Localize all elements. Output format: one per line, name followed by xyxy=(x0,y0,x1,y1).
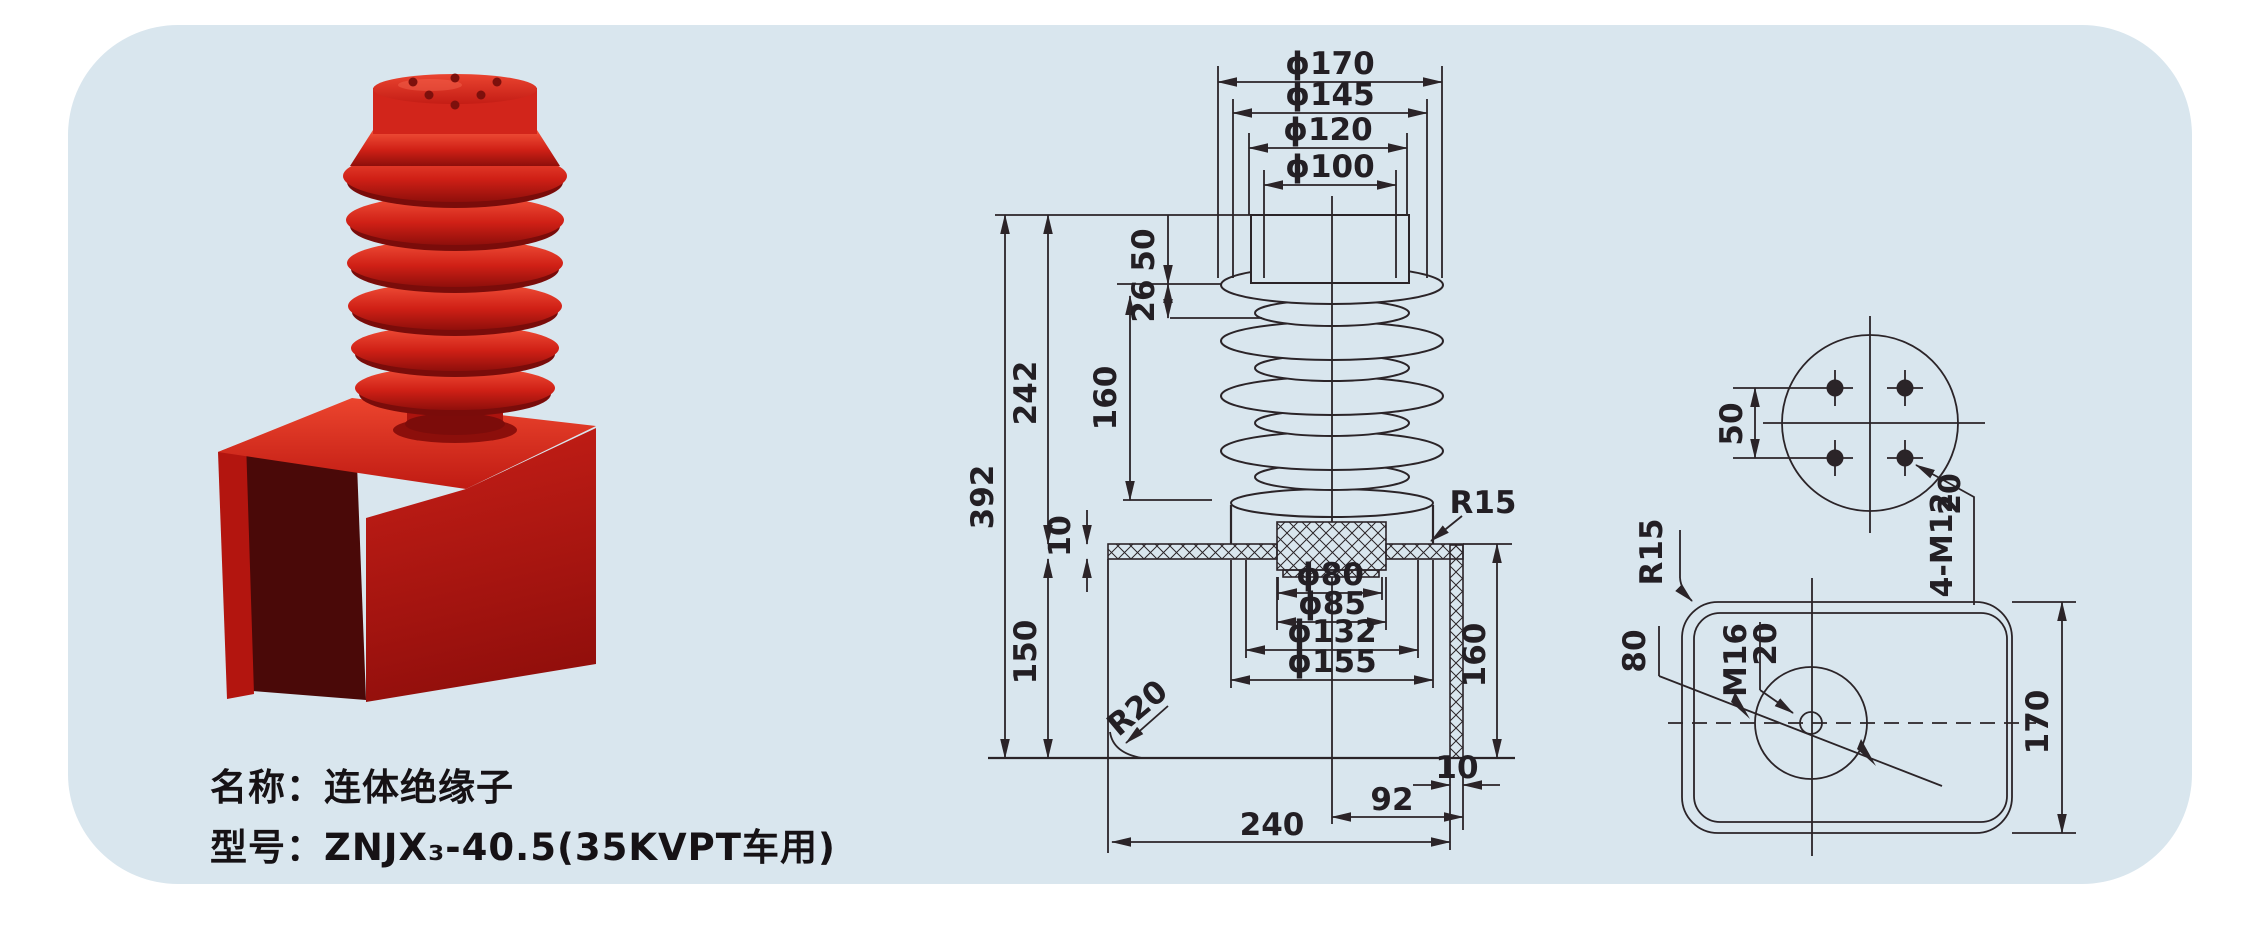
dim-50: 50 xyxy=(1126,228,1162,271)
m16-leader xyxy=(1759,689,1794,714)
dim-leg-10: 10 xyxy=(1435,750,1478,786)
dim-plate-10: 10 xyxy=(1043,515,1078,557)
dimension-lines xyxy=(1000,77,1502,847)
base-80-leader xyxy=(1658,675,1943,787)
dim-base-r15: R15 xyxy=(1634,518,1670,585)
bolt-holes xyxy=(1826,370,1923,476)
dim-base-80: 80 xyxy=(1617,629,1653,672)
dim-242: 242 xyxy=(1008,361,1044,426)
extension-lines xyxy=(995,66,1512,850)
dim-hole-spacing-50: 50 xyxy=(1714,402,1750,445)
bracket-u-channel xyxy=(218,398,596,702)
dim-phi-155: ϕ155 xyxy=(1287,644,1376,680)
insulator-cap xyxy=(350,73,560,166)
top-view-bolt-circle: 50 4-M12 20 xyxy=(1714,316,1985,605)
front-section-view: ϕ170 ϕ145 ϕ120 ϕ100 392 242 150 10 50 26… xyxy=(965,46,1517,853)
r20-leader xyxy=(1125,705,1169,744)
dim-phi-145: ϕ145 xyxy=(1285,77,1374,113)
dim-r15: R15 xyxy=(1449,485,1516,521)
dim-leg-160: 160 xyxy=(1457,623,1493,688)
front-cap xyxy=(1250,214,1410,284)
r20-fillet-arc xyxy=(1109,731,1143,759)
product-model-label: 型号：ZNJX₃-40.5(35KVPT车用) xyxy=(210,826,836,869)
dim-4-m12: 4-M12 xyxy=(1925,493,1960,598)
r15-leader xyxy=(1430,515,1463,542)
dim-m12-depth-20: 20 xyxy=(1933,473,1968,515)
base-r15-leader xyxy=(1675,577,1693,602)
insulator-column xyxy=(343,73,567,443)
bottom-view-base-plate: R15 80 M16 20 170 xyxy=(1617,518,2076,856)
dim-phi-132: ϕ132 xyxy=(1287,614,1376,650)
dim-26: 26 xyxy=(1126,279,1162,322)
dim-240: 240 xyxy=(1240,807,1305,843)
product-name-label: 名称：连体绝缘子 xyxy=(210,766,514,809)
dim-phi-170: ϕ170 xyxy=(1285,46,1374,82)
mounting-plate-section xyxy=(1107,521,1464,759)
dim-base-170: 170 xyxy=(2020,690,2056,755)
dim-phi-80: ϕ80 xyxy=(1296,557,1364,593)
bolt-callout-leader xyxy=(1915,464,1975,605)
dim-phi-120: ϕ120 xyxy=(1283,112,1372,148)
dim-shed-160: 160 xyxy=(1088,366,1124,431)
dim-phi-100: ϕ100 xyxy=(1285,149,1374,185)
dim-392: 392 xyxy=(965,465,1001,530)
dim-92: 92 xyxy=(1370,782,1413,818)
dim-150: 150 xyxy=(1008,620,1044,685)
dim-m16: M16 xyxy=(1718,623,1754,697)
product-photo xyxy=(218,73,596,702)
insulator-sheds xyxy=(343,150,567,416)
dim-m16-depth-20: 20 xyxy=(1748,622,1784,665)
dim-phi-85: ϕ85 xyxy=(1298,586,1366,622)
